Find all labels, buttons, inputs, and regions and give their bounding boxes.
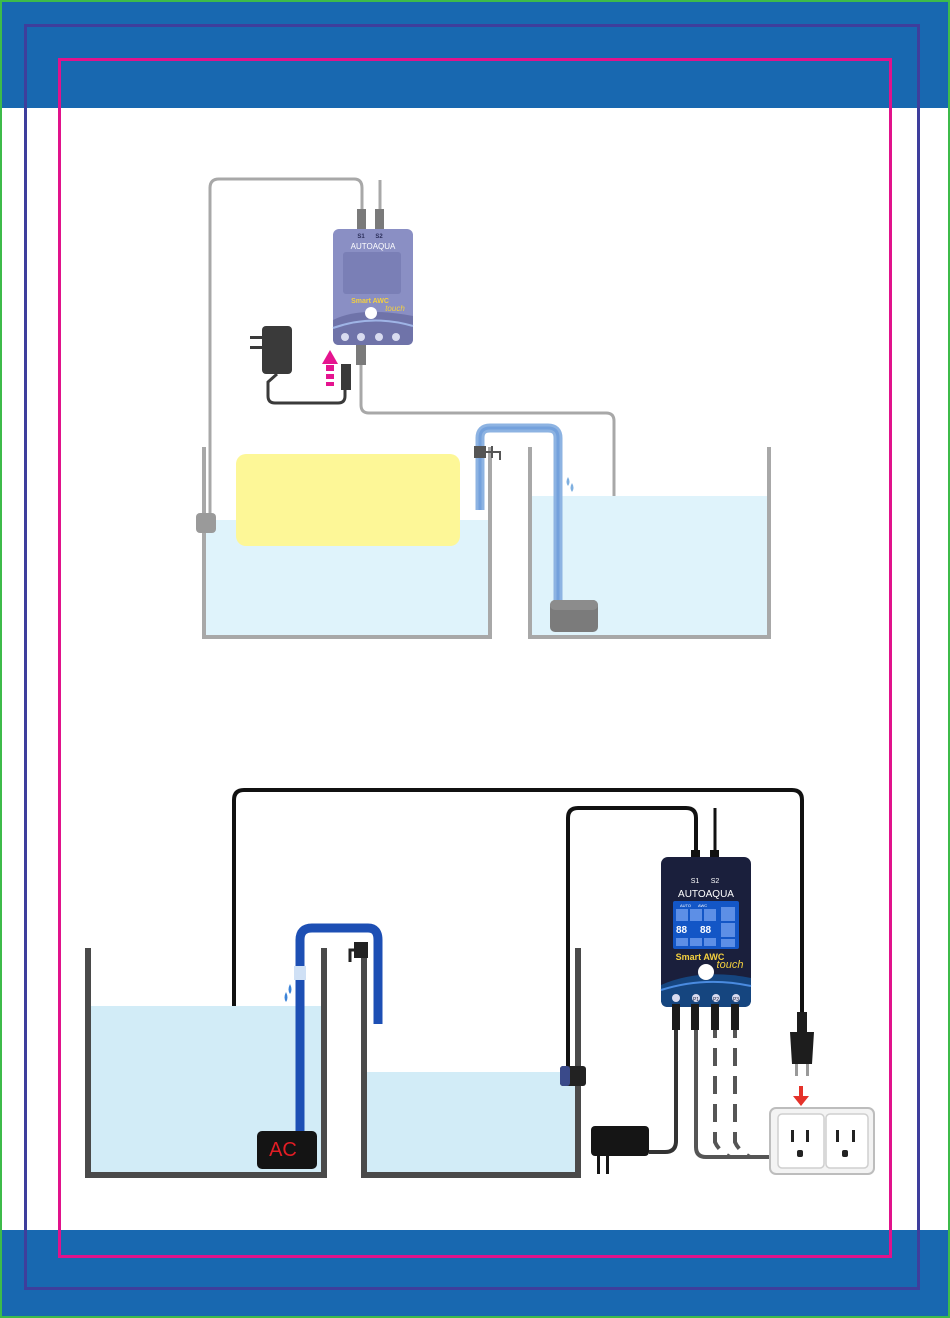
bottom-diagram: AC <box>88 790 874 1175</box>
dc-plug <box>341 364 351 390</box>
p3-cable <box>735 1020 750 1157</box>
display-digits-right: 88 <box>700 925 712 936</box>
power-adapter-icon <box>250 326 292 374</box>
bottom-s1-label: S1 <box>691 878 700 885</box>
top-s1-label: S1 <box>357 234 365 240</box>
top-brand-label: AUTOAQUA <box>351 242 396 251</box>
plug-icon <box>790 1012 814 1076</box>
port-label-p2: P2 <box>713 997 719 1003</box>
water-drops-icon <box>285 984 292 1002</box>
tube-holder <box>354 942 368 958</box>
ac-pump-label: AC <box>269 1139 297 1161</box>
outlet-icon <box>770 1108 874 1174</box>
bottom-model-script: touch <box>717 959 744 971</box>
bottom-brand-label: AUTOAQUA <box>678 889 734 900</box>
controller-bottom <box>661 850 751 1030</box>
top-s2-label: S2 <box>375 234 383 240</box>
port-label-p1: P1 <box>693 997 699 1003</box>
p2-cable <box>715 1020 730 1157</box>
display-label-right: AWC <box>698 903 707 908</box>
water-level-sensor <box>196 513 216 533</box>
plug-in-arrow <box>793 1086 809 1106</box>
plug-in-arrow <box>322 350 338 386</box>
top-model-script: touch <box>385 304 405 313</box>
right-tank-water <box>366 1072 577 1174</box>
home-button-icon <box>698 964 714 980</box>
port-label-p3: P3 <box>733 997 739 1003</box>
tube-holder <box>474 446 486 458</box>
bottom-s2-label: S2 <box>711 878 720 885</box>
controller-top <box>333 209 413 365</box>
top-diagram: S1 S2 AUTOAQUA Smart AWC touch <box>196 179 769 637</box>
adapter-cable <box>649 1020 676 1152</box>
water-drops-icon <box>567 477 574 492</box>
top-model-label: Smart AWC <box>351 298 389 305</box>
display-digits-left: 88 <box>676 925 688 936</box>
display-label-left: AUTO <box>680 903 691 908</box>
power-adapter-icon <box>591 1126 649 1174</box>
highlight-box <box>236 454 460 546</box>
tube-valve <box>294 966 306 980</box>
